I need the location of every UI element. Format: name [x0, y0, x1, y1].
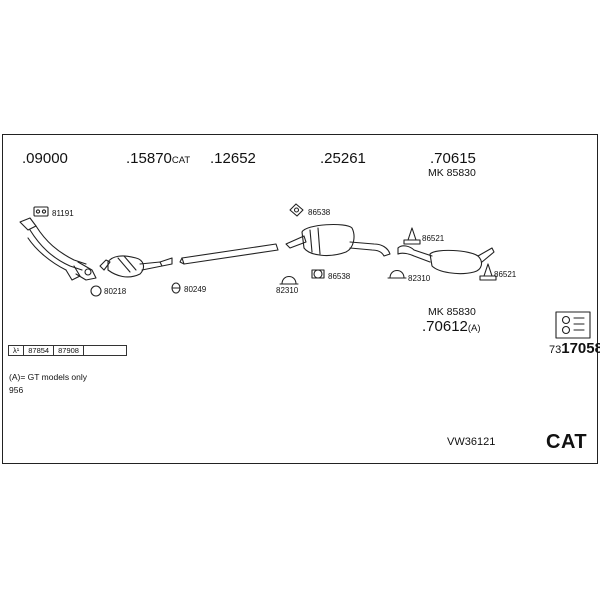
table-cell-1: 87854: [23, 345, 55, 356]
part-label-82310-right: 82310: [408, 274, 431, 283]
part-label-80218: 80218: [104, 287, 127, 296]
part-number-5-mk: MK 85830: [428, 167, 476, 179]
ring-icon: [90, 285, 102, 297]
catalog-number: 7317058: [549, 340, 600, 357]
table-symbol: λ¹: [7, 345, 25, 356]
note-line-2: 956: [9, 385, 24, 395]
part-number-3: .12652: [210, 150, 256, 167]
part-label-80249: 80249: [184, 285, 207, 294]
kit-code: VW36121: [447, 436, 496, 448]
part-number-2: .15870CAT: [126, 150, 191, 167]
rear-silencer-drawing: [397, 245, 495, 275]
part-label-86538-bottom: 86538: [328, 272, 351, 281]
bracket-icon: [279, 275, 299, 285]
middle-silencer-drawing: [285, 223, 391, 257]
part-number-6-mk: MK 85830: [428, 306, 476, 318]
front-pipe-drawing: [19, 217, 97, 281]
part-label-86538-top: 86538: [308, 208, 331, 217]
table-cell-2: 87908: [53, 345, 84, 356]
part-label-82310-left: 82310: [276, 286, 299, 295]
catalytic-converter-drawing: [99, 255, 173, 278]
bracket-icon-2: [387, 269, 407, 279]
part-number-5: .70615: [430, 150, 476, 167]
part-number-1: .09000: [22, 150, 68, 167]
part-label-81191: 81191: [52, 209, 74, 218]
clamp-icon: [171, 282, 181, 294]
part-number-4: .25261: [320, 150, 366, 167]
reference-table: λ¹ 87854 87908: [7, 345, 127, 356]
rubber-mount-icon: [403, 227, 421, 245]
cat-badge: CAT: [546, 431, 588, 453]
table-row: λ¹ 87854 87908: [7, 345, 127, 356]
part-label-86521-right: 86521: [494, 270, 517, 279]
note-line-1: (A)= GT models only: [9, 372, 88, 382]
clamp-kit-icon: [555, 311, 591, 339]
part-label-86521-top: 86521: [422, 234, 445, 243]
rubber-mount-icon-2: [479, 263, 497, 281]
part-number-6: .70612(A): [422, 318, 481, 335]
hanger-icon-2: [311, 269, 325, 279]
middle-pipe-drawing: [179, 243, 279, 265]
gasket-icon: [33, 206, 49, 217]
hanger-icon: [289, 203, 304, 217]
table-cell-3: [82, 345, 127, 356]
diagram-frame: [2, 134, 598, 464]
